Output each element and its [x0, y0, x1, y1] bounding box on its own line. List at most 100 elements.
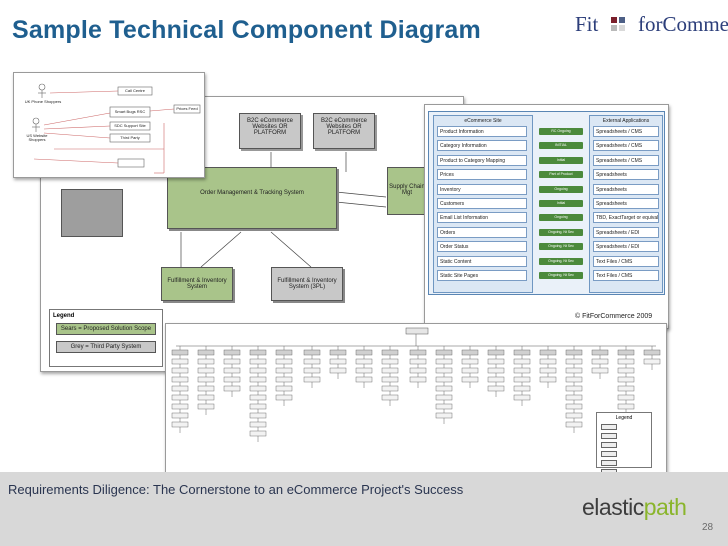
sitemap-node [435, 358, 453, 365]
integration-flow-arrow: Ongoing, Nt Sec [539, 257, 583, 265]
use-case-box-label: Smart Bugs RSC [114, 109, 146, 114]
legend-swatch [601, 460, 617, 466]
sitemap-node [171, 385, 189, 392]
sitemap-node [565, 349, 583, 356]
integration-target-cell: Text Files / CMS [593, 255, 659, 267]
logo-square [611, 17, 617, 23]
sitemap-node [197, 403, 215, 410]
sitemap-node [275, 358, 293, 365]
fulfillment-box: Fulfillment & Inventory System [161, 267, 233, 301]
sitemap-legend: Legend [596, 412, 652, 472]
sitemap-node [461, 349, 479, 356]
sitemap-node [565, 358, 583, 365]
diagram-box-label: Fulfillment & Inventory System [167, 278, 227, 290]
sitemap-node [355, 376, 373, 383]
sitemap-node [617, 394, 635, 401]
sitemap-node [171, 421, 189, 428]
integration-source-cell: Inventory [437, 183, 527, 195]
sitemap-node [617, 403, 635, 410]
sitemap-node [355, 349, 373, 356]
integration-source-cell: Customers [437, 198, 527, 209]
legend-title: Legend [53, 313, 75, 319]
sitemap-node [303, 358, 321, 365]
use-case-box-label: Call Centre [124, 88, 145, 93]
sitemap-node [643, 358, 661, 365]
sitemap-node [249, 394, 267, 401]
integration-source-cell: Prices [437, 169, 527, 181]
sitemap-node [381, 367, 399, 374]
sitemap-node [249, 403, 267, 410]
integration-target-cell: Spreadsheets / CMS [593, 140, 659, 152]
sitemap-node [275, 367, 293, 374]
slide-title: Sample Technical Component Diagram [12, 16, 481, 44]
legend-item-proposed: Sears = Proposed Solution Scope [56, 323, 156, 335]
logo-text-right: forCommerce [638, 12, 728, 36]
integration-flow-arrow: Initial [539, 200, 583, 207]
integration-source-cell: Product Information [437, 126, 527, 137]
sitemap-node [435, 412, 453, 419]
sitemap-node [513, 358, 531, 365]
integration-flow-arrow: Initial [539, 156, 583, 164]
integration-flow-arrow: Ongoing, Nt Sec [539, 243, 583, 251]
integration-flow-arrow: Ongoing [539, 214, 583, 222]
sitemap-node [275, 394, 293, 401]
integration-target-cell: Spreadsheets / EDI [593, 241, 659, 253]
sitemap-node [565, 421, 583, 428]
integration-flow-arrow: Ongoing, Nt Sec [539, 228, 583, 236]
sitemap-node [487, 385, 505, 392]
sitemap-node [487, 358, 505, 365]
integration-source-cell: Orders [437, 226, 527, 238]
fulfillment-3pl-box: Fulfillment & Inventory System (3PL) [271, 267, 343, 301]
diagram-box-label: Fulfillment & Inventory System (3PL) [277, 278, 337, 290]
sitemap-node [435, 367, 453, 374]
use-case-diagram-graphic [32, 83, 201, 174]
sitemap-node [539, 358, 557, 365]
sitemap-node [617, 385, 635, 392]
integration-table-sheet: eCommerce Site External Applications Pro… [424, 104, 669, 329]
sitemap-node [249, 367, 267, 374]
logo-text-left: Fit [575, 12, 599, 36]
integration-flow-arrow: RC Ongoing [539, 128, 583, 135]
sitemap-node [249, 358, 267, 365]
sitemap-node [643, 349, 661, 356]
brand-text-right: path [643, 494, 687, 520]
sitemap-node [565, 385, 583, 392]
integration-target-cell: Text Files / CMS [593, 270, 659, 281]
sitemap-node [171, 412, 189, 419]
sitemap-node [329, 349, 347, 356]
use-case-box-label: Prices Feed [176, 106, 198, 111]
sitemap-node [197, 349, 215, 356]
sitemap-node [381, 376, 399, 383]
sitemap-sheet: Legend [165, 323, 667, 473]
sitemap-node [171, 403, 189, 410]
integration-table: eCommerce Site External Applications Pro… [428, 111, 665, 295]
integration-source-cell: Product to Category Mapping [437, 154, 527, 166]
sitemap-node [409, 349, 427, 356]
sitemap-node [197, 385, 215, 392]
sitemap-node [513, 349, 531, 356]
integration-source-cell: Order Status [437, 241, 527, 253]
column-header: External Applications [602, 118, 650, 124]
integration-source-cell: Static Site Pages [437, 270, 527, 281]
sitemap-node [565, 376, 583, 383]
sitemap-node [539, 367, 557, 374]
actor-us-label: US Website Shoppers [26, 133, 48, 142]
sitemap-node [381, 349, 399, 356]
sitemap-node [513, 376, 531, 383]
sitemap-node [381, 385, 399, 392]
sitemap-node [249, 349, 267, 356]
sitemap-node [487, 349, 505, 356]
legend-item-third-party: Grey = Third Party System [56, 341, 156, 353]
sitemap-node [223, 376, 241, 383]
sitemap-node [249, 421, 267, 428]
sitemap-node [565, 412, 583, 419]
copyright-text: © FitForCommerce 2009 [575, 313, 653, 320]
use-case-diagram-sheet: UK Phone Shoppers US Website Shoppers Ca… [13, 72, 205, 178]
sitemap-node [409, 358, 427, 365]
sitemap-node [565, 403, 583, 410]
diagram-box-label: B2C eCommerce Websites OR PLATFORM [246, 118, 293, 136]
legend-item-label: Sears = Proposed Solution Scope [60, 326, 152, 332]
sitemap-node [249, 376, 267, 383]
sitemap-node [303, 376, 321, 383]
sitemap-node [487, 376, 505, 383]
